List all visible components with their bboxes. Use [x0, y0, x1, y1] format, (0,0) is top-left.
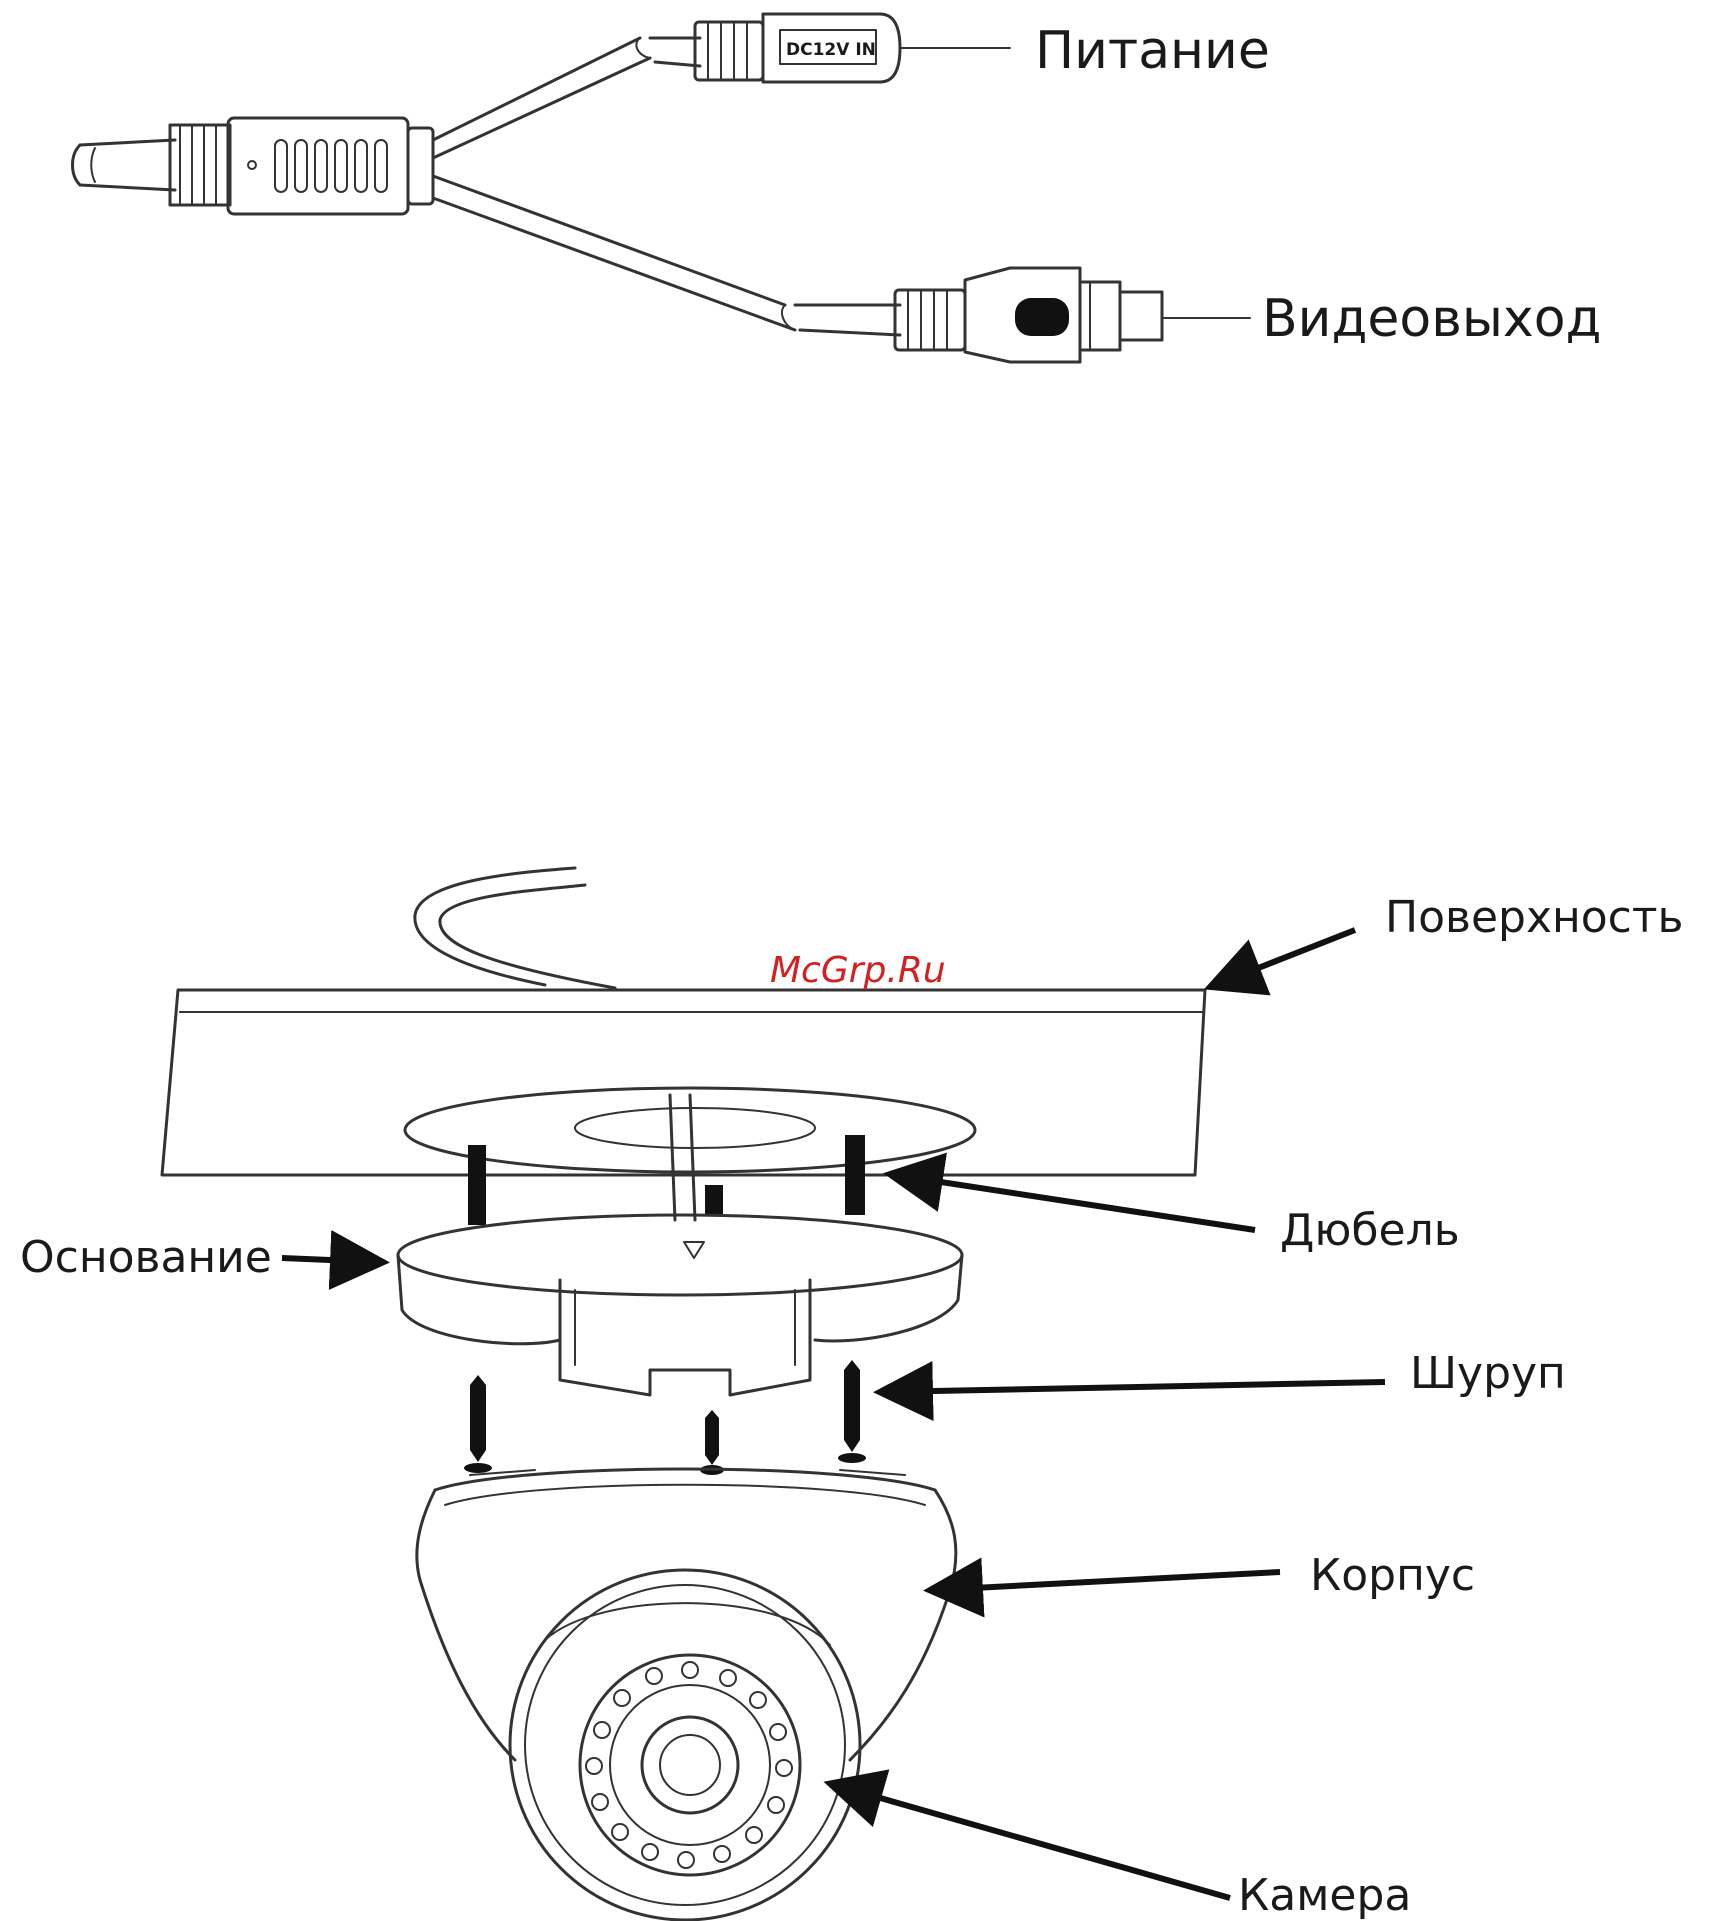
- arrow-base: [282, 1258, 378, 1262]
- label-power: Питание: [1035, 21, 1270, 81]
- label-video-output: Видеовыход: [1262, 289, 1601, 349]
- arrow-dowel: [895, 1175, 1255, 1230]
- main-connector-sleeve: [170, 125, 230, 205]
- callout-arrows: [282, 930, 1385, 1898]
- label-base: Основание: [20, 1232, 272, 1283]
- label-surface: Поверхность: [1385, 892, 1683, 943]
- dowel-left: [468, 1145, 486, 1225]
- screw-center: [700, 1410, 724, 1475]
- power-plug-marking: DC12V IN: [786, 40, 876, 60]
- watermark: McGrp.Ru: [770, 950, 946, 991]
- arrow-surface: [1215, 930, 1355, 985]
- power-connector: DC12V IN: [695, 14, 1010, 82]
- screw-right: [838, 1360, 866, 1463]
- arrow-housing: [935, 1572, 1280, 1590]
- camera-ball: [510, 1570, 860, 1920]
- main-cable: [73, 140, 176, 190]
- label-screw: Шуруп: [1410, 1348, 1566, 1399]
- label-camera: Камера: [1238, 1870, 1411, 1921]
- label-dowel: Дюбель: [1280, 1205, 1460, 1256]
- video-branch-cable: [433, 176, 900, 335]
- dowels: [468, 1135, 865, 1225]
- video-connector: [895, 268, 1250, 362]
- mount-diagram: Поверхность Дюбель Основание Шуруп Корпу…: [20, 868, 1683, 1921]
- camera-base: [398, 1215, 962, 1395]
- screws: [464, 1360, 866, 1475]
- ir-leds: [586, 1662, 792, 1868]
- label-housing: Корпус: [1310, 1550, 1475, 1601]
- screw-left: [464, 1375, 492, 1473]
- cable-diagram: DC12V IN Питание Видеовыход: [73, 14, 1602, 362]
- dowel-center: [705, 1185, 723, 1215]
- camera-cable: [415, 868, 615, 988]
- power-branch-cable: [433, 38, 700, 158]
- junction-body: [228, 118, 433, 214]
- dowel-right: [845, 1135, 865, 1215]
- arrow-camera: [835, 1785, 1230, 1898]
- mounting-plate: [405, 1088, 975, 1220]
- arrow-screw: [885, 1382, 1385, 1392]
